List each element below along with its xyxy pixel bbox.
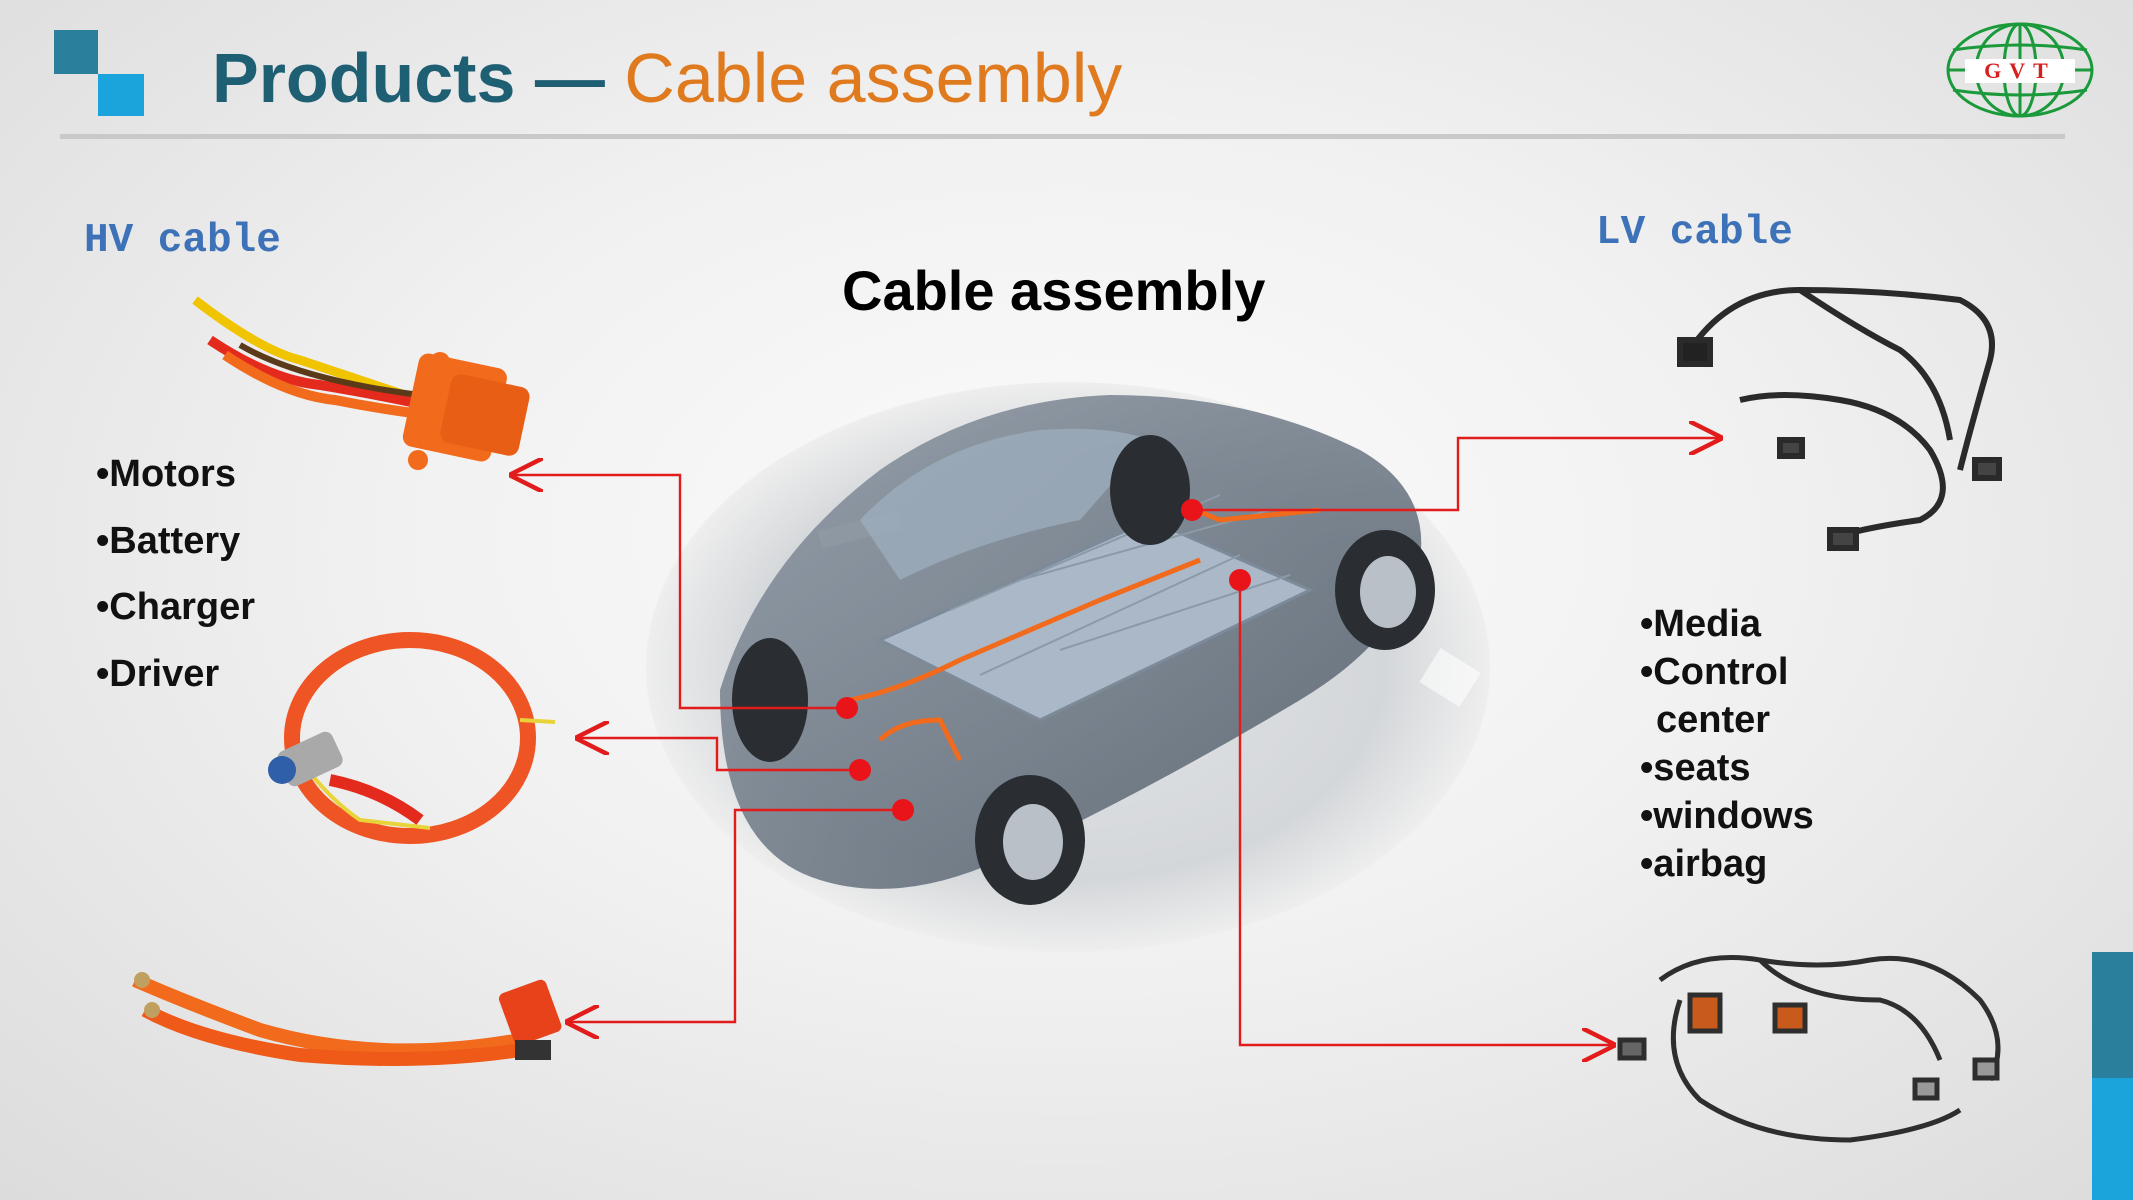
header-divider [60, 134, 2065, 139]
brand-squares-logo [54, 30, 144, 116]
side-accent-dark [2092, 952, 2133, 1078]
hv-cable-connector-image [192, 296, 530, 470]
list-item: •airbag [1640, 843, 1768, 885]
lv-cable-harness-image [1677, 286, 2002, 551]
page-title: Products — Cable assembly [212, 36, 1122, 120]
lv-applications-list: •Media •Control center •seats •windows •… [1640, 602, 1814, 890]
car-chassis-image [646, 382, 1490, 952]
connection-point-charger [849, 759, 871, 781]
connection-point-motor [836, 697, 858, 719]
page-title-dash: — [515, 39, 625, 117]
connection-point-control [1181, 499, 1203, 521]
list-item: center [1656, 699, 1771, 741]
lv-cable-label: LV cable [1596, 210, 1793, 256]
list-item: •seats [1640, 747, 1751, 789]
arrow-to-hv-coil [578, 738, 860, 772]
arrow-to-hv-straight [568, 808, 903, 1022]
list-item: •Media [1640, 603, 1761, 645]
gvt-logo-text: GVT [1984, 58, 2056, 83]
connection-arrows [512, 438, 1720, 1045]
list-item: •windows [1640, 795, 1814, 837]
gvt-globe-logo: GVT [1946, 22, 2094, 118]
cable-assembly-title: Cable assembly [842, 259, 1266, 322]
list-item: •Motors [96, 453, 236, 495]
hv-cable-label: HV cable [84, 218, 281, 264]
page-title-products: Products [212, 39, 516, 117]
side-accent-bar [2092, 952, 2133, 1200]
page-title-sub: Cable assembly [624, 39, 1123, 117]
connection-point-driver [892, 799, 914, 821]
hv-cable-straight-image [132, 972, 562, 1066]
hv-applications-list: •Motors •Battery •Charger •Driver [96, 452, 255, 718]
brand-square-dark [54, 30, 98, 74]
side-accent-light [2092, 1078, 2133, 1200]
lv-cable-wiring-image [1617, 955, 2001, 1143]
connection-points [836, 499, 1251, 821]
list-item: •Charger [96, 586, 256, 628]
arrow-to-lv-wiring [1238, 580, 1613, 1045]
arrow-to-hv-connector [512, 475, 847, 710]
list-item: •Control [1640, 651, 1789, 693]
arrow-to-lv-harness [1192, 438, 1720, 512]
list-item: •Driver [96, 652, 220, 695]
list-item: •Battery [96, 519, 241, 562]
connection-point-body [1229, 569, 1251, 591]
hv-cable-coil-image [268, 632, 556, 844]
brand-square-light [98, 74, 144, 116]
